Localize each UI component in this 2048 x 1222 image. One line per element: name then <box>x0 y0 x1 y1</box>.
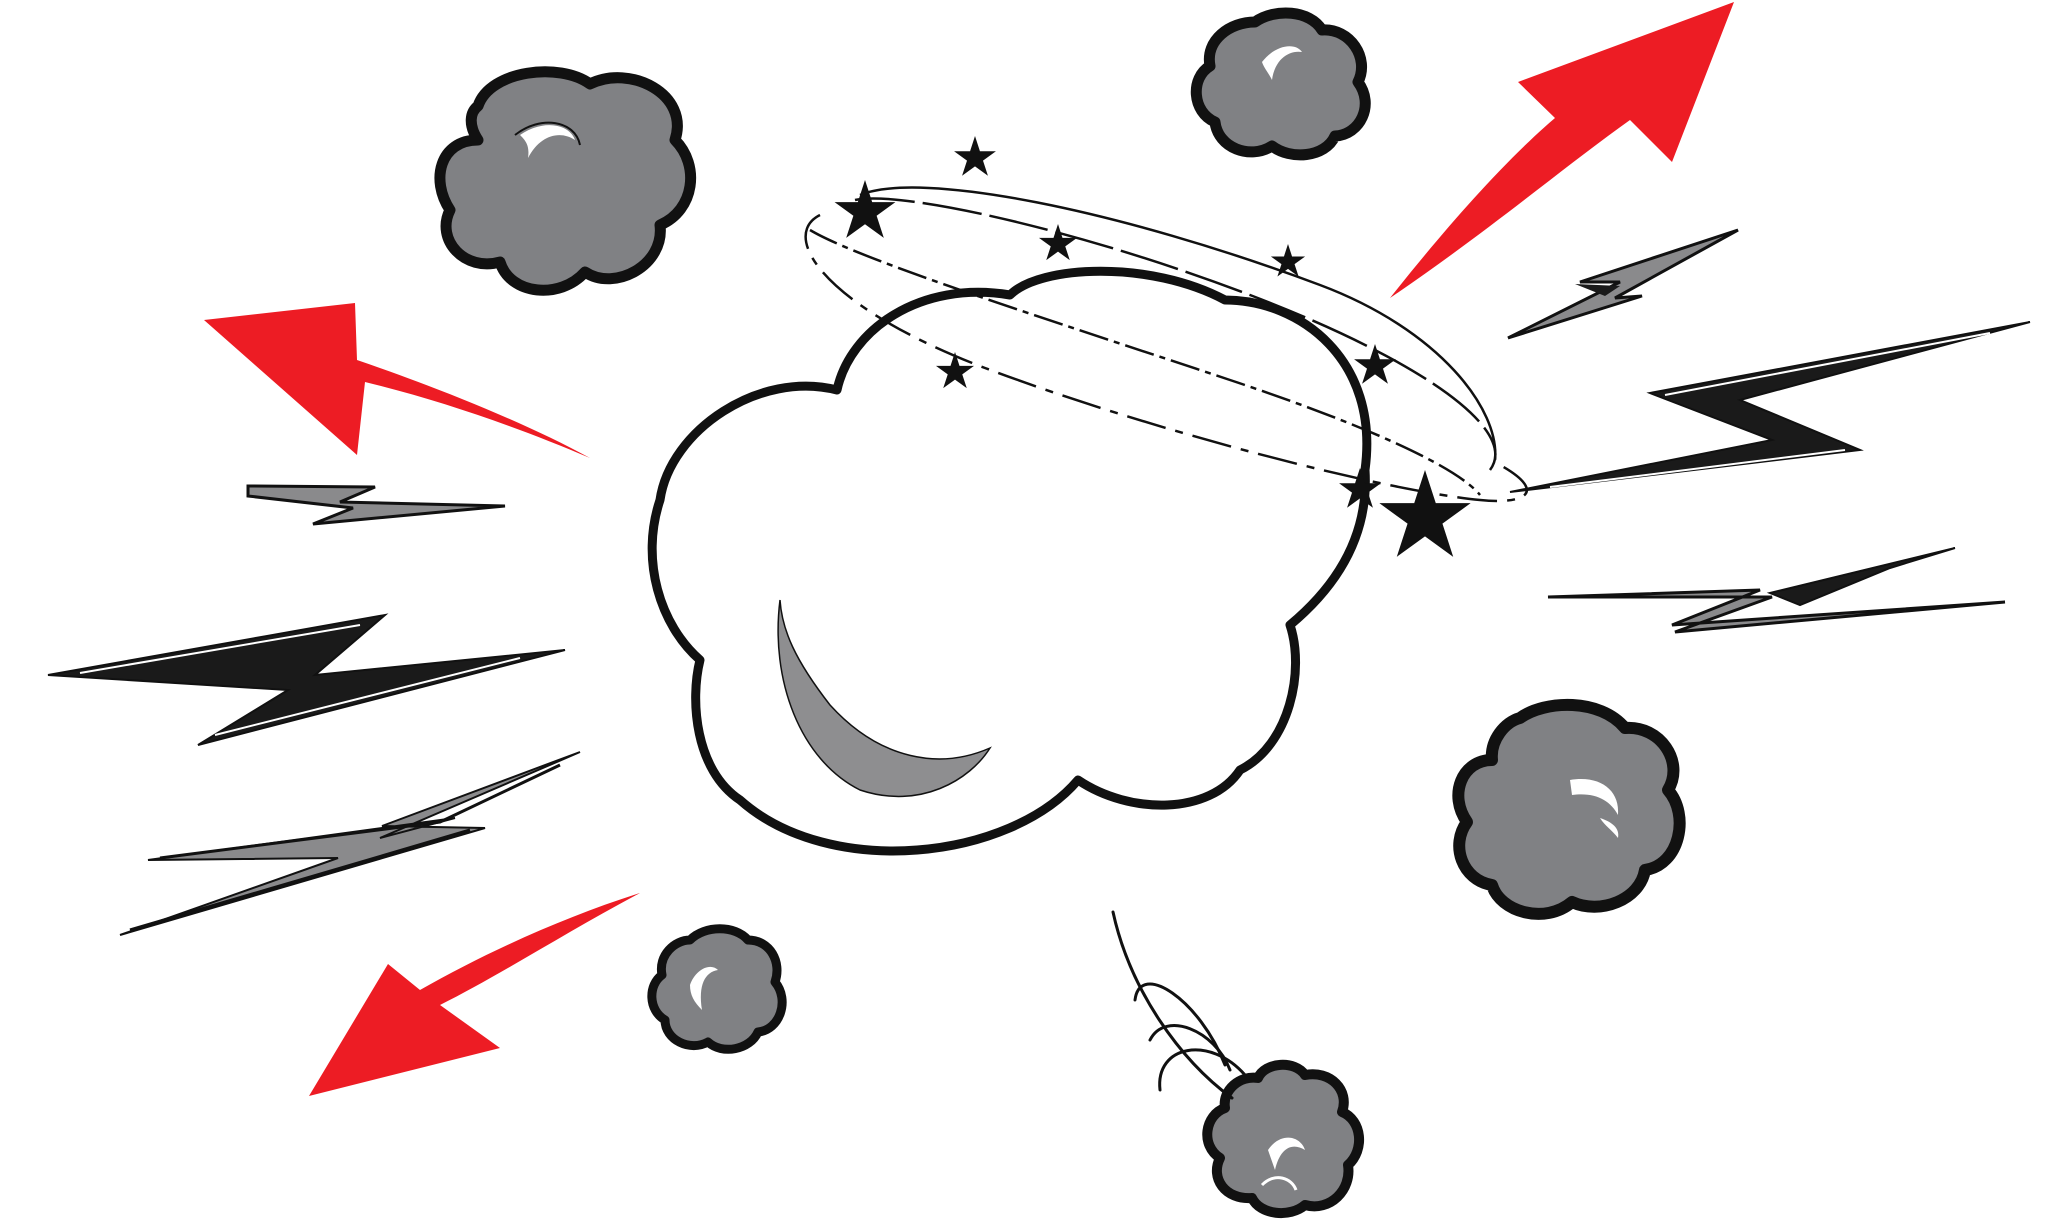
smoke-puff-right-icon <box>1452 698 1686 920</box>
lightning-bolt-left-small-icon <box>246 484 506 526</box>
star-icon <box>1354 344 1396 384</box>
lightning-bolt-left-large-icon <box>47 613 566 746</box>
lightning-bolt-right-lower-icon <box>1547 547 2006 634</box>
star-icon <box>1379 470 1471 557</box>
star-icon <box>954 136 996 176</box>
lightning-bolt-right-small-icon <box>1507 228 1739 340</box>
lightning-bolt-left-lower-icon <box>119 751 581 936</box>
smoke-puff-bottom-center-icon <box>1202 1059 1365 1219</box>
dizzy-orbit-icon <box>804 186 1529 503</box>
star-icon <box>1270 244 1306 277</box>
speech-cloud-icon <box>647 266 1372 856</box>
smoke-puff-bottom-left-icon <box>647 924 787 1054</box>
smoke-puff-top-left-icon <box>434 66 696 296</box>
smoke-puff-top-right-icon <box>1190 7 1371 161</box>
red-arrow-left-icon <box>204 303 590 458</box>
lightning-bolt-right-large-icon <box>1509 321 2031 493</box>
red-arrow-top-right-icon <box>1390 2 1734 298</box>
speed-lines-icon <box>1111 910 1247 1100</box>
red-arrow-bottom-left-icon <box>309 893 640 1096</box>
